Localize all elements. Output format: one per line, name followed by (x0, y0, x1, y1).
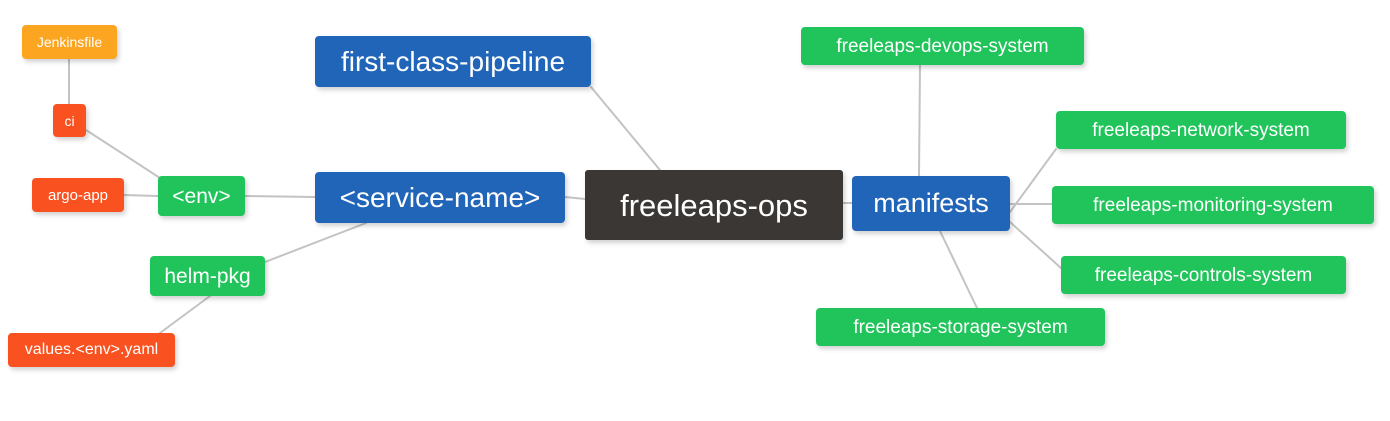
mindmap-node-label: freeleaps-monitoring-system (1093, 194, 1333, 216)
mindmap-edge (264, 222, 367, 263)
mindmap-node-label: first-class-pipeline (340, 45, 566, 77)
mindmap-node-freeleaps-devops-system[interactable]: freeleaps-devops-system (801, 27, 1084, 65)
mindmap-node-label: Jenkinsfile (36, 34, 103, 50)
mindmap-node-label: manifests (873, 188, 989, 218)
mindmap-node-label: freeleaps-devops-system (836, 35, 1049, 57)
mindmap-node-freeleaps-monitoring-system[interactable]: freeleaps-monitoring-system (1052, 186, 1374, 224)
mindmap-node-freeleaps-ops[interactable]: freeleaps-ops (585, 170, 843, 240)
mindmap-node-label: <env> (172, 184, 231, 208)
mindmap-node-label: helm-pkg (164, 264, 251, 288)
mindmap-node-label: <service-name> (339, 181, 541, 213)
mindmap-node-label: values.<env>.yaml (24, 341, 159, 358)
mindmap-node-first-class-pipeline[interactable]: first-class-pipeline (315, 36, 591, 87)
mindmap-edge (939, 230, 978, 309)
mindmap-node-jenkinsfile[interactable]: Jenkinsfile (22, 25, 117, 59)
mindmap-edge (244, 195, 316, 198)
mindmap-node-label: freeleaps-controls-system (1094, 264, 1313, 286)
mindmap-node-env[interactable]: <env> (158, 176, 245, 216)
mindmap-node-label: ci (64, 112, 75, 129)
mindmap-node-service-name[interactable]: <service-name> (315, 172, 565, 223)
mindmap-edge (1009, 221, 1062, 269)
mindmap-edge (918, 64, 921, 177)
mindmap-edge (1009, 148, 1057, 213)
mindmap-node-values-yaml[interactable]: values.<env>.yaml (8, 333, 175, 367)
mindmap-node-helm-pkg[interactable]: helm-pkg (150, 256, 265, 296)
mindmap-node-label: argo-app (47, 186, 109, 204)
mindmap-node-ci[interactable]: ci (53, 104, 86, 137)
mindmap-edge (85, 129, 161, 179)
mindmap-node-label: freeleaps-network-system (1092, 119, 1310, 141)
mindmap-edge (590, 86, 661, 171)
mindmap-node-argo-app[interactable]: argo-app (32, 178, 124, 212)
mindmap-node-freeleaps-storage-system[interactable]: freeleaps-storage-system (816, 308, 1105, 346)
mindmap-node-freeleaps-network-system[interactable]: freeleaps-network-system (1056, 111, 1346, 149)
mindmap-edge (123, 194, 159, 197)
mindmap-edge (564, 196, 586, 200)
mindmap-node-label: freeleaps-ops (620, 187, 808, 223)
mindmap-node-manifests[interactable]: manifests (852, 176, 1010, 231)
mindmap-edge (159, 295, 211, 334)
mindmap-node-freeleaps-controls-system[interactable]: freeleaps-controls-system (1061, 256, 1346, 294)
mindmap-node-label: freeleaps-storage-system (853, 316, 1068, 338)
